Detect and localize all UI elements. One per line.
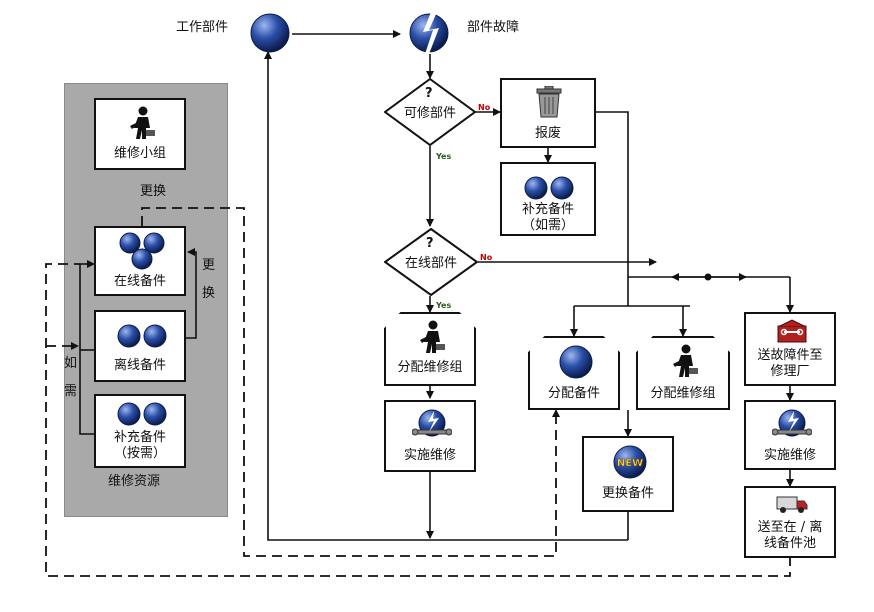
repair-tools-icon — [772, 409, 812, 437]
replace-top-label: 更换 — [140, 184, 167, 199]
spare-parts-icon — [117, 324, 167, 348]
repair-team-label: 维修小组 — [113, 146, 166, 161]
technician-icon — [420, 320, 445, 353]
part-failure-label: 部件故障 — [467, 20, 520, 35]
replenish-on-demand-box: 补充备件 （按需） — [94, 394, 186, 468]
spare-parts-icon — [117, 402, 167, 426]
implement-repair-left-label: 实施维修 — [403, 448, 456, 463]
spare-part-sphere-icon — [559, 345, 593, 379]
assign-spares-box: 分配备件 — [528, 336, 620, 410]
implement-repair-right-label: 实施维修 — [763, 448, 816, 463]
spare-parts-cluster-icon — [119, 232, 165, 270]
online-no-label: No — [480, 253, 493, 262]
question-mark-icon: ? — [425, 86, 433, 101]
send-to-factory-box: 送故障件至 修理厂 — [744, 312, 836, 386]
replace-vertical-2: 换 — [202, 286, 216, 301]
technician-icon — [673, 344, 698, 377]
replace-spares-label: 更换备件 — [601, 486, 654, 501]
as-needed-vertical-2: 需 — [64, 384, 78, 399]
question-mark-icon: ? — [426, 236, 434, 251]
assign-repair-team-left-box: 分配维修组 — [384, 312, 476, 386]
online-part-label: 在线部件 — [405, 256, 458, 271]
assign-repair-team-left-label: 分配维修组 — [397, 360, 463, 375]
replenish-note: （如需） — [521, 218, 574, 233]
send-to-pool-box: 送至在 / 离 线备件池 — [744, 486, 836, 558]
send-to-factory-label-2: 修理厂 — [770, 364, 810, 379]
online-spares-label: 在线备件 — [113, 274, 166, 289]
new-part-icon: NEW — [613, 445, 647, 479]
technician-icon — [130, 106, 155, 139]
as-needed-vertical-1: 如 — [64, 356, 78, 371]
send-to-pool-label-2: 线备件池 — [763, 536, 816, 551]
implement-repair-right-box: 实施维修 — [744, 400, 836, 470]
spare-parts-icon — [524, 176, 574, 200]
maintenance-resources-title: 维修资源 — [108, 474, 161, 489]
scrap-label: 报废 — [534, 126, 561, 141]
broken-part-icon — [409, 12, 449, 54]
working-part-sphere-icon — [250, 13, 290, 53]
implement-repair-left-box: 实施维修 — [384, 400, 476, 472]
repairable-decision-diamond — [384, 78, 476, 146]
replenish-on-demand-note: （按需） — [113, 446, 166, 461]
repair-tools-icon — [412, 409, 452, 437]
replenish-spares-box: 补充备件 （如需） — [500, 162, 596, 236]
replace-vertical-1: 更 — [202, 258, 216, 273]
scrap-box: 报废 — [500, 78, 596, 148]
send-to-factory-label: 送故障件至 — [757, 348, 823, 363]
online-spares-box: 在线备件 — [94, 226, 186, 296]
repairable-no-label: No — [478, 103, 491, 112]
offline-spares-label: 离线备件 — [113, 358, 166, 373]
repairable-label: 可修部件 — [404, 106, 457, 121]
replenish-label: 补充备件 — [521, 202, 574, 217]
repairable-yes-label: Yes — [436, 152, 452, 161]
toolbox-icon — [777, 319, 807, 343]
assign-spares-label: 分配备件 — [547, 386, 600, 401]
new-badge: NEW — [617, 458, 643, 469]
trash-can-icon — [536, 86, 562, 118]
online-yes-label: Yes — [436, 301, 452, 310]
truck-icon — [776, 496, 808, 513]
replenish-on-demand-label: 补充备件 — [113, 430, 166, 445]
offline-spares-box: 离线备件 — [94, 310, 186, 382]
replace-spares-box: NEW 更换备件 — [582, 436, 674, 512]
repair-team-box: 维修小组 — [94, 98, 186, 170]
send-to-pool-label: 送至在 / 离 — [757, 520, 823, 535]
working-part-label: 工作部件 — [176, 20, 229, 35]
online-decision-diamond — [384, 228, 478, 296]
assign-repair-team-right-label: 分配维修组 — [650, 386, 716, 401]
assign-repair-team-right-box: 分配维修组 — [636, 336, 730, 410]
